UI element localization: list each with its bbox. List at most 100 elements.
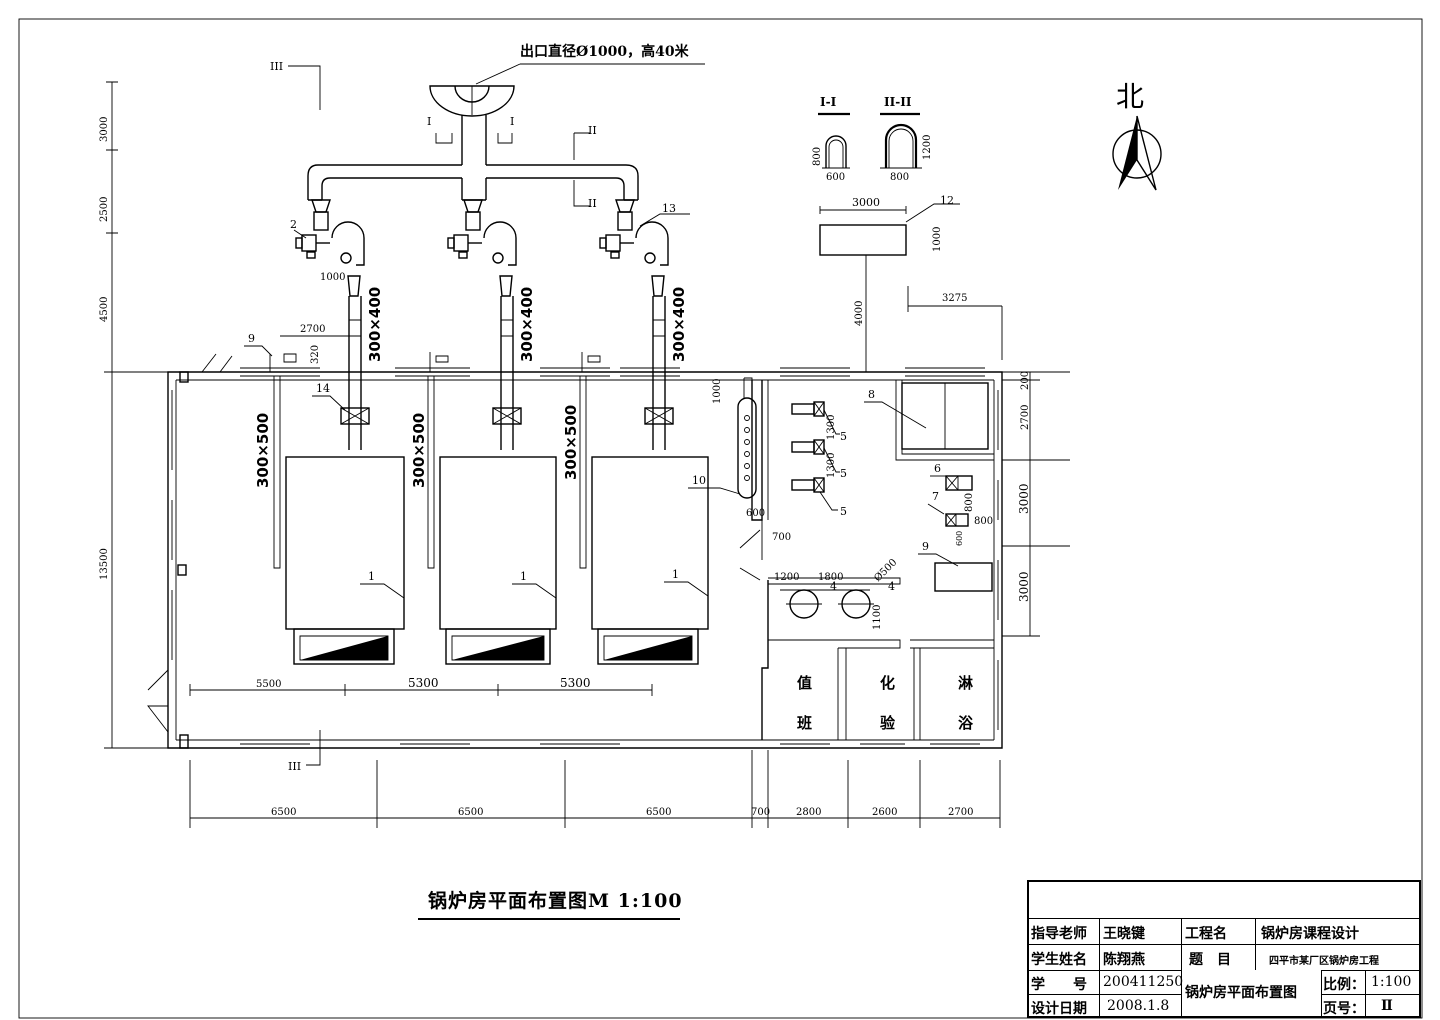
tanks-4 — [780, 589, 874, 619]
project-name: 锅炉房课程设计 — [1261, 926, 1359, 942]
callout-9b: 9 — [922, 540, 929, 553]
callout-14: 14 — [316, 382, 330, 395]
left-dim-3: 13500 — [99, 548, 110, 580]
dim-800b: 800 — [890, 172, 909, 183]
date-value: 2008.1.8 — [1107, 998, 1170, 1014]
boilers — [285, 456, 709, 665]
dim-600-tank: 600 — [746, 508, 765, 519]
duct-v2: 300×400 — [518, 287, 536, 362]
room-shower-1: 淋 — [958, 674, 973, 692]
dim-4000: 4000 — [854, 301, 865, 326]
room-shower-2: 浴 — [958, 714, 974, 732]
outdoor-unit-12 — [819, 224, 907, 256]
dampers — [340, 407, 674, 425]
dim-3000-right-1: 3000 — [1017, 483, 1031, 514]
dim-3275: 3275 — [942, 293, 967, 304]
left-dim-0: 3000 — [99, 117, 110, 142]
callout-4a: 4 — [830, 580, 837, 593]
mid-dim-1: 5300 — [408, 676, 439, 690]
callout-7: 7 — [932, 490, 939, 503]
drawing-name: 锅炉房平面布置图 — [1185, 985, 1297, 1001]
callout-5c: 5 — [840, 505, 847, 518]
section-ii-top: II — [588, 124, 597, 137]
dim-700: 700 — [772, 532, 791, 543]
callout-6: 6 — [934, 462, 941, 475]
dim-1000-tank: 1000 — [712, 379, 723, 404]
callout-4b: 4 — [888, 580, 895, 593]
section-details — [818, 112, 922, 169]
bottom-dim-0: 6500 — [271, 807, 296, 818]
dim-600d: 600 — [955, 531, 964, 546]
dim-800d: 800 — [974, 516, 993, 527]
dim-1200: 1200 — [922, 135, 933, 160]
north-arrow-icon — [1112, 115, 1162, 191]
topic-label: 题 目 — [1189, 952, 1231, 968]
bottom-dim-1: 6500 — [458, 807, 483, 818]
section-ii-bottom: II — [588, 197, 597, 210]
callout-1a: 1 — [368, 570, 375, 583]
bottom-dim-2: 6500 — [646, 807, 671, 818]
mid-dim-line — [189, 684, 653, 696]
duct-v1: 300×400 — [366, 287, 384, 362]
dim-1300b: 1300 — [826, 453, 837, 478]
partitions — [273, 376, 994, 740]
duct-h3: 300×500 — [562, 405, 580, 480]
fan-units — [295, 199, 669, 297]
advisor-name: 王晓键 — [1103, 926, 1145, 942]
title-underline — [418, 918, 680, 920]
chimney-label: 出口直径Ø1000，高40米 — [520, 43, 690, 60]
bottom-dim-6: 2700 — [948, 807, 973, 818]
section-label-2: II-II — [884, 95, 912, 109]
callout-2: 2 — [290, 218, 297, 231]
dim-2700-right: 2700 — [1020, 405, 1031, 430]
bottom-dim-3: 700 — [751, 807, 770, 818]
callout-9a: 9 — [248, 332, 255, 345]
dim-200: 200 — [1020, 371, 1031, 390]
vertical-ducts — [348, 296, 666, 450]
callout-13: 13 — [662, 202, 676, 215]
section-i-left: I — [427, 115, 431, 128]
bottom-dim-5: 2600 — [872, 807, 897, 818]
page-label: 页号： — [1323, 1001, 1365, 1017]
dim-1200b: 1200 — [774, 572, 799, 583]
softener-tank — [737, 377, 757, 499]
water-tank — [901, 382, 989, 450]
id-value: 200411250 — [1103, 974, 1184, 990]
mid-dim-0: 5500 — [256, 679, 281, 690]
scale-label: 比例： — [1323, 977, 1365, 993]
dim-3000-right-2: 3000 — [1017, 571, 1031, 602]
project-label: 工程名 — [1185, 926, 1227, 942]
student-name: 陈翔燕 — [1103, 952, 1145, 968]
callout-8: 8 — [868, 388, 875, 401]
dim-800c: 800 — [964, 493, 975, 512]
dim-800a: 800 — [812, 147, 823, 166]
bottom-dim-line — [189, 750, 1001, 828]
callout-5b: 5 — [840, 467, 847, 480]
room-lab-1: 化 — [880, 674, 895, 692]
mid-dim-2: 5300 — [560, 676, 591, 690]
dim-600a: 600 — [826, 172, 845, 183]
dim-500: Ø500 — [872, 557, 899, 584]
dim-3000-unit: 3000 — [852, 196, 880, 209]
title-block: 指导老师 王晓键 工程名 锅炉房课程设计 学生姓名 陈翔燕 题 目 四平市某厂区… — [1027, 880, 1421, 1018]
dim-1800: 1800 — [818, 572, 843, 583]
room-lab-2: 验 — [880, 714, 896, 732]
duct-h2: 300×500 — [410, 413, 428, 488]
callout-12: 12 — [940, 194, 954, 207]
wall-valves — [269, 352, 601, 372]
callout-1b: 1 — [520, 570, 527, 583]
dim-1000-fan: 1000 — [320, 272, 345, 283]
date-label: 设计日期 — [1031, 1001, 1087, 1017]
drawing-frame — [18, 18, 1423, 1019]
section-iii-top: III — [270, 60, 283, 73]
building-walls — [147, 353, 1003, 749]
duct-h1: 300×500 — [254, 413, 272, 488]
right-dim-lines — [1002, 371, 1070, 637]
items-6-7 — [945, 475, 973, 527]
section-iii-bottom: III — [288, 760, 301, 773]
pumps — [791, 401, 840, 511]
callout-10: 10 — [692, 474, 706, 487]
student-label: 学生姓名 — [1031, 952, 1087, 968]
page-value: Ⅱ — [1381, 998, 1393, 1014]
